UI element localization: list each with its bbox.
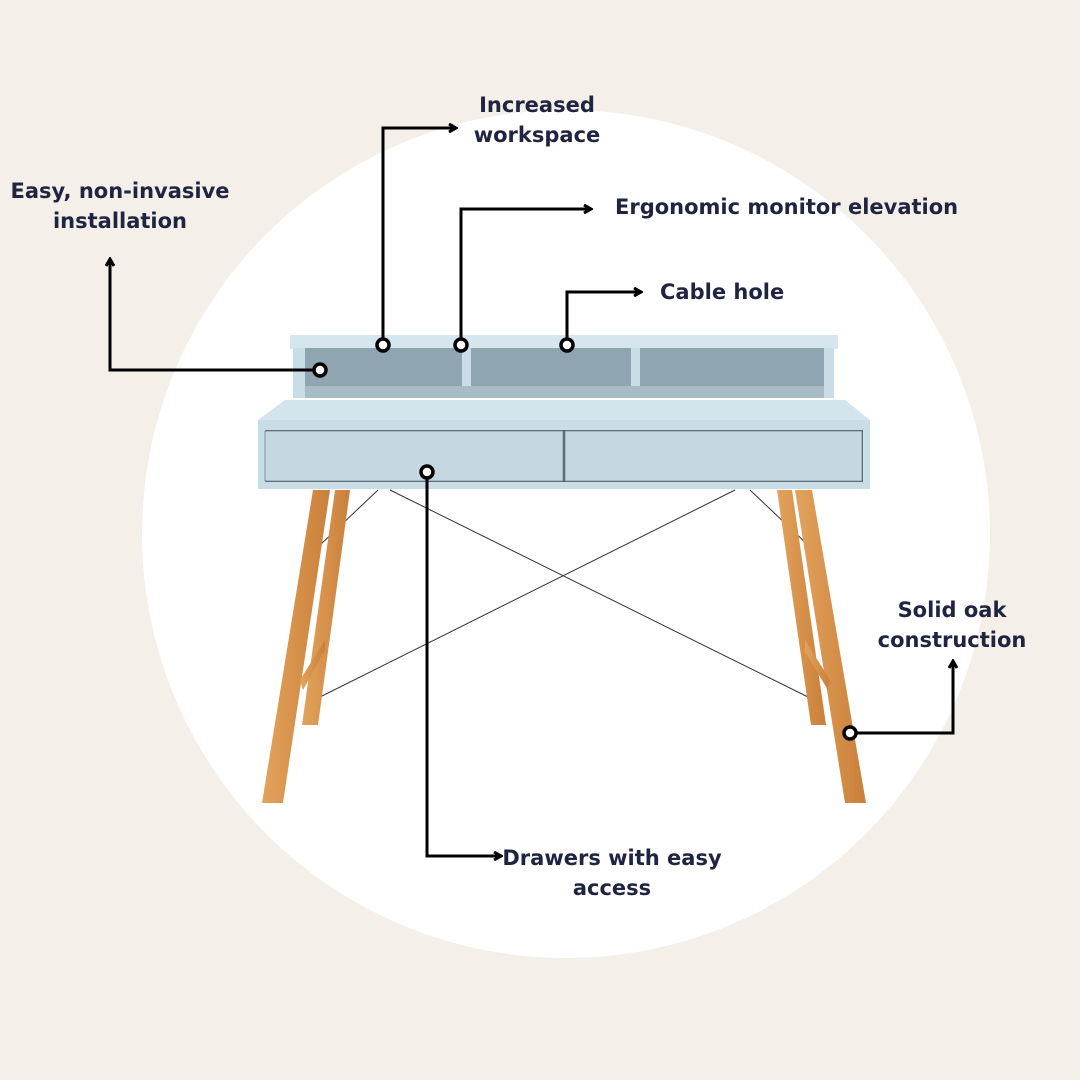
callout-line-installation (110, 260, 314, 372)
leg-front-right (795, 490, 866, 803)
label-line: Easy, non-invasive (10, 179, 230, 203)
callout-line-monitor (459, 209, 590, 339)
background-circle (142, 110, 990, 958)
callout-dot-icon (559, 337, 575, 353)
callout-dot-icon (312, 362, 328, 378)
label-drawers: Drawers with easy access (492, 843, 732, 903)
label-line: Increased (479, 93, 595, 117)
callout-dot-icon (419, 464, 435, 480)
label-line: Ergonomic monitor elevation (615, 195, 959, 219)
label-installation: Easy, non-invasive installation (0, 176, 240, 236)
label-line: construction (877, 628, 1027, 652)
label-line: access (572, 876, 652, 900)
label-line: Drawers with easy (502, 846, 722, 870)
label-workspace: Increased workspace (437, 90, 637, 150)
label-line: Cable hole (660, 280, 785, 304)
drawer-left (264, 430, 564, 482)
callout-line-drawers (425, 478, 500, 856)
cross-wires (319, 489, 809, 698)
leg-front-left (262, 490, 330, 803)
label-line: Solid oak (897, 598, 1007, 622)
oak-legs (262, 490, 866, 803)
label-line: workspace (473, 123, 601, 147)
callout-dot-icon (842, 725, 858, 741)
callout-line-oak (856, 662, 953, 735)
callout-line-cable (565, 292, 640, 339)
desk-top (258, 400, 870, 420)
callout-dot-icon (453, 337, 469, 353)
drawer-right (564, 430, 863, 482)
label-cable: Cable hole (660, 277, 784, 307)
callout-dot-icon (375, 337, 391, 353)
callout-line-workspace (381, 128, 455, 339)
label-line: installation (52, 209, 188, 233)
label-monitor: Ergonomic monitor elevation (615, 192, 958, 222)
label-oak: Solid oak construction (862, 595, 1042, 655)
